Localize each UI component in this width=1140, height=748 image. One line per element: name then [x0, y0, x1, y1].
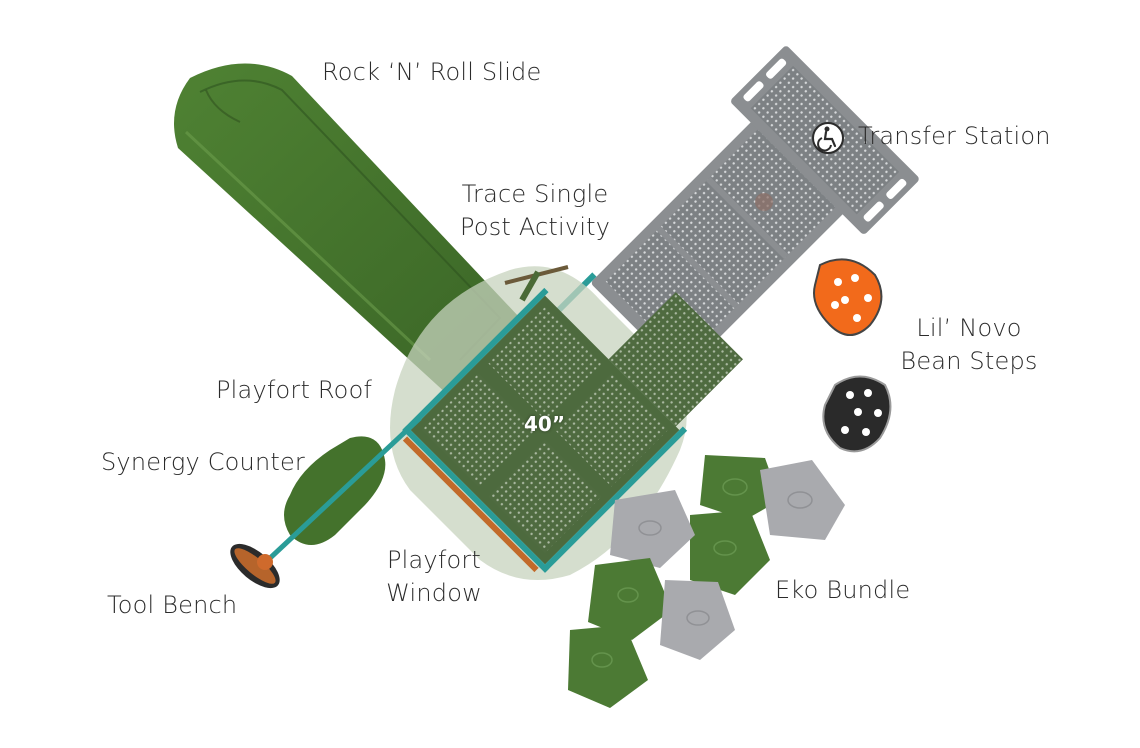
- transfer-station-text: Transfer Station: [858, 122, 1051, 150]
- rock-n-roll-slide: [174, 63, 520, 396]
- eko-bundle: [568, 455, 845, 708]
- label-playfort-roof: Playfort Roof: [216, 376, 373, 404]
- deck-height-label: 40”: [524, 412, 565, 436]
- bean-step-black: [822, 375, 892, 453]
- bean-step-orange: [813, 258, 883, 336]
- label-transfer-station: Transfer Station: [810, 120, 1051, 154]
- label-synergy-counter: Synergy Counter: [101, 448, 305, 476]
- label-tool-bench: Tool Bench: [107, 591, 238, 619]
- synergy-counter: [266, 416, 422, 562]
- window-line-1: Playfort: [386, 546, 482, 574]
- trace-line-1: Trace Single: [461, 180, 609, 208]
- bean-line-1: Lil’ Novo: [916, 314, 1022, 342]
- label-lil-novo-bean-steps: Lil’ Novo Bean Steps: [900, 312, 1038, 378]
- transfer-station: [542, 46, 919, 423]
- label-rock-n-roll-slide: Rock ‘N’ Roll Slide: [322, 58, 542, 86]
- trace-line-2: Post Activity: [460, 213, 611, 241]
- transfer-marker: [755, 193, 773, 211]
- trace-single-post: [504, 265, 569, 302]
- label-playfort-window: Playfort Window: [378, 544, 490, 610]
- label-trace-single-post: Trace Single Post Activity: [460, 178, 610, 244]
- bean-line-2: Bean Steps: [900, 347, 1038, 375]
- window-line-2: Window: [386, 579, 482, 607]
- tool-bench: [230, 543, 280, 589]
- label-eko-bundle: Eko Bundle: [775, 576, 911, 604]
- accessibility-icon: [812, 122, 844, 154]
- main-deck: [402, 287, 743, 573]
